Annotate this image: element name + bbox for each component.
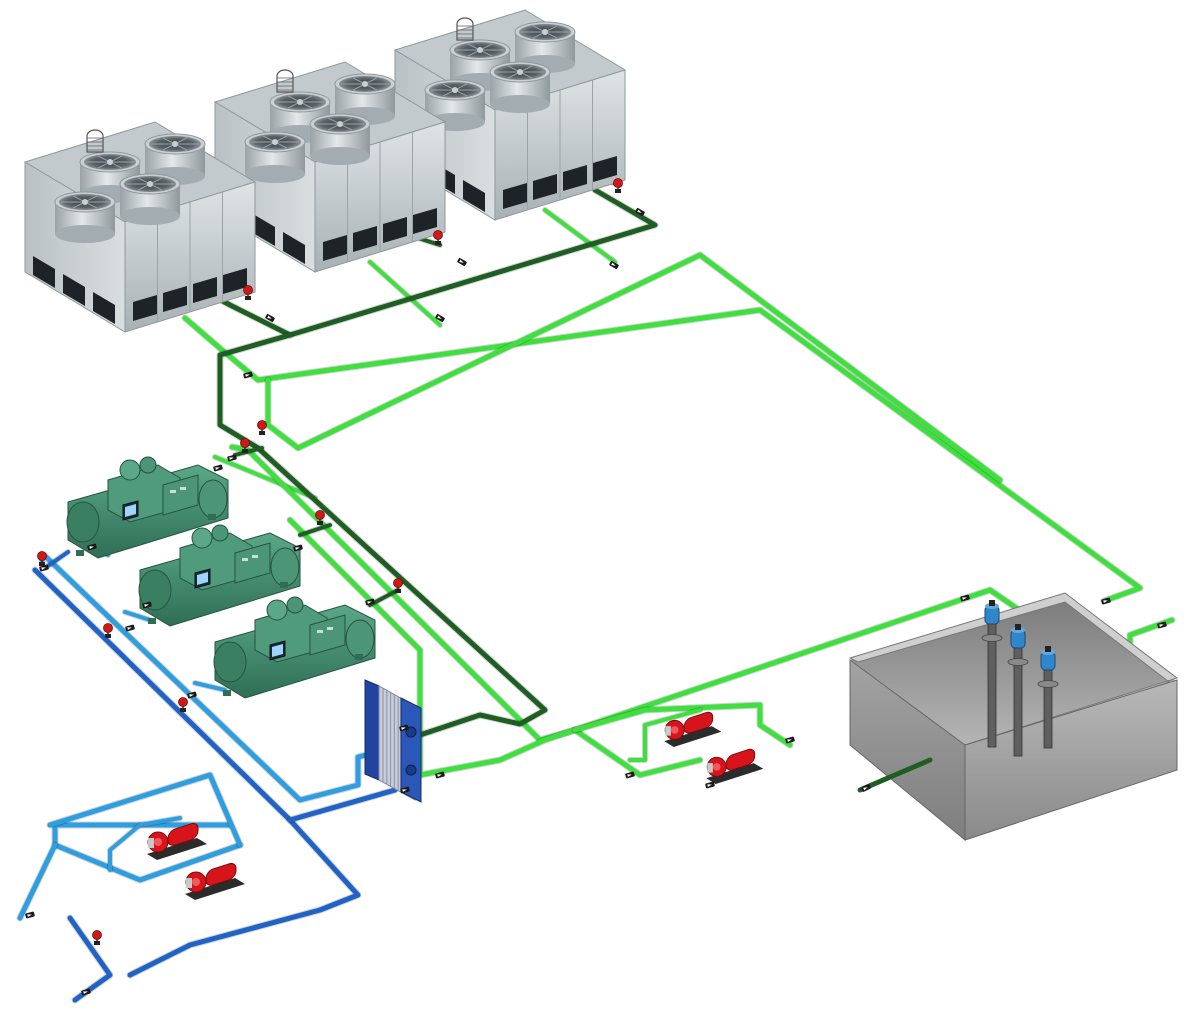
flow-arrow-icon <box>705 781 715 789</box>
cooling-tower-icon <box>23 121 257 333</box>
flow-arrow-icon <box>227 454 237 462</box>
chilled-supply-pipe <box>193 681 227 692</box>
valve-icon <box>240 438 250 453</box>
equipment <box>23 9 1179 996</box>
condenser-return-pipe <box>217 332 548 738</box>
condenser-supply-pipe <box>213 455 317 500</box>
chilled-supply-pipe <box>123 610 152 622</box>
flow-arrow-icon <box>187 691 197 699</box>
submersible-pump-icon <box>1007 624 1029 757</box>
chilled-return-pipe <box>287 787 398 823</box>
flow-arrow-icon <box>785 736 795 744</box>
ladder-icon <box>86 129 104 153</box>
valve-icon <box>243 285 253 300</box>
valve-icon <box>315 510 325 525</box>
pump-icon <box>147 822 207 860</box>
flow-arrow-icon <box>213 464 223 472</box>
chiller-icon <box>138 524 301 627</box>
chilled-supply-pipe <box>47 772 243 848</box>
flow-arrow-icon <box>861 784 871 792</box>
condenser-supply-pipe <box>543 208 617 264</box>
chilled-supply-pipe <box>17 842 58 921</box>
flow-arrow-icon <box>81 988 91 996</box>
condenser-supply-pipe <box>265 252 1003 483</box>
pump-icon <box>185 862 245 900</box>
flow-arrow-icon <box>609 260 619 270</box>
valve-icon <box>393 578 403 593</box>
submersible-pump-icon <box>981 600 1003 748</box>
condenser-supply-pipe <box>628 708 702 762</box>
chilled-supply-pipe <box>108 816 182 872</box>
chiller-icon <box>66 456 229 559</box>
valve-icon <box>433 230 443 245</box>
flow-arrow-icon <box>142 601 152 609</box>
fan-stack-icon <box>489 61 551 113</box>
chiller-icon <box>213 596 376 699</box>
condenser-return-pipe <box>298 523 332 537</box>
fan-stack-icon <box>144 133 206 185</box>
valve-icon <box>613 178 623 193</box>
valve-icon <box>92 930 102 945</box>
fan-stack-icon <box>119 173 181 225</box>
fan-stack-icon <box>514 21 576 73</box>
valve-icon <box>37 551 47 566</box>
pump-icon <box>664 711 722 747</box>
valve-icon <box>178 697 188 712</box>
chilled-return-pipe <box>32 567 361 978</box>
valve-icon <box>257 420 267 435</box>
fan-stack-icon <box>244 131 306 183</box>
pump-icon <box>706 748 764 784</box>
ladder-icon <box>276 69 294 93</box>
flow-arrow-icon <box>1101 597 1111 605</box>
flow-arrow-icon <box>435 313 445 323</box>
cooling-tower-icon <box>213 61 447 273</box>
flow-arrow-icon <box>25 911 35 919</box>
ladder-icon <box>456 17 474 41</box>
flow-arrow-icon <box>435 771 445 779</box>
flow-arrow-icon <box>39 564 49 572</box>
water-tank-icon <box>848 592 1179 842</box>
condenser-supply-pipe <box>572 702 793 748</box>
flow-arrow-icon <box>400 786 410 794</box>
condenser-supply-pipe <box>368 260 442 327</box>
flow-arrow-icon <box>265 313 275 323</box>
flow-arrow-icon <box>457 257 467 267</box>
flow-arrow-icon <box>625 771 635 779</box>
condenser-return-pipe <box>233 446 264 457</box>
chilled-return-pipe <box>43 550 70 570</box>
flow-arrow-icon <box>243 371 253 379</box>
flow-arrow-icon <box>87 543 97 551</box>
flow-arrow-icon <box>293 544 303 552</box>
valve-icon <box>103 623 113 638</box>
submersible-pump-icon <box>1037 646 1059 749</box>
fan-stack-icon <box>54 191 116 243</box>
flow-arrow-icon <box>365 598 375 606</box>
plate-heat-exchanger-icon <box>364 679 422 803</box>
flow-arrow-icon <box>635 207 645 217</box>
flow-arrow-icon <box>960 594 970 602</box>
flow-arrow-icon <box>1157 621 1167 629</box>
flow-arrow-icon <box>399 724 409 732</box>
chilled-return-pipe <box>67 915 113 1003</box>
flow-arrow-icon <box>125 624 135 632</box>
fan-stack-icon <box>309 113 371 165</box>
